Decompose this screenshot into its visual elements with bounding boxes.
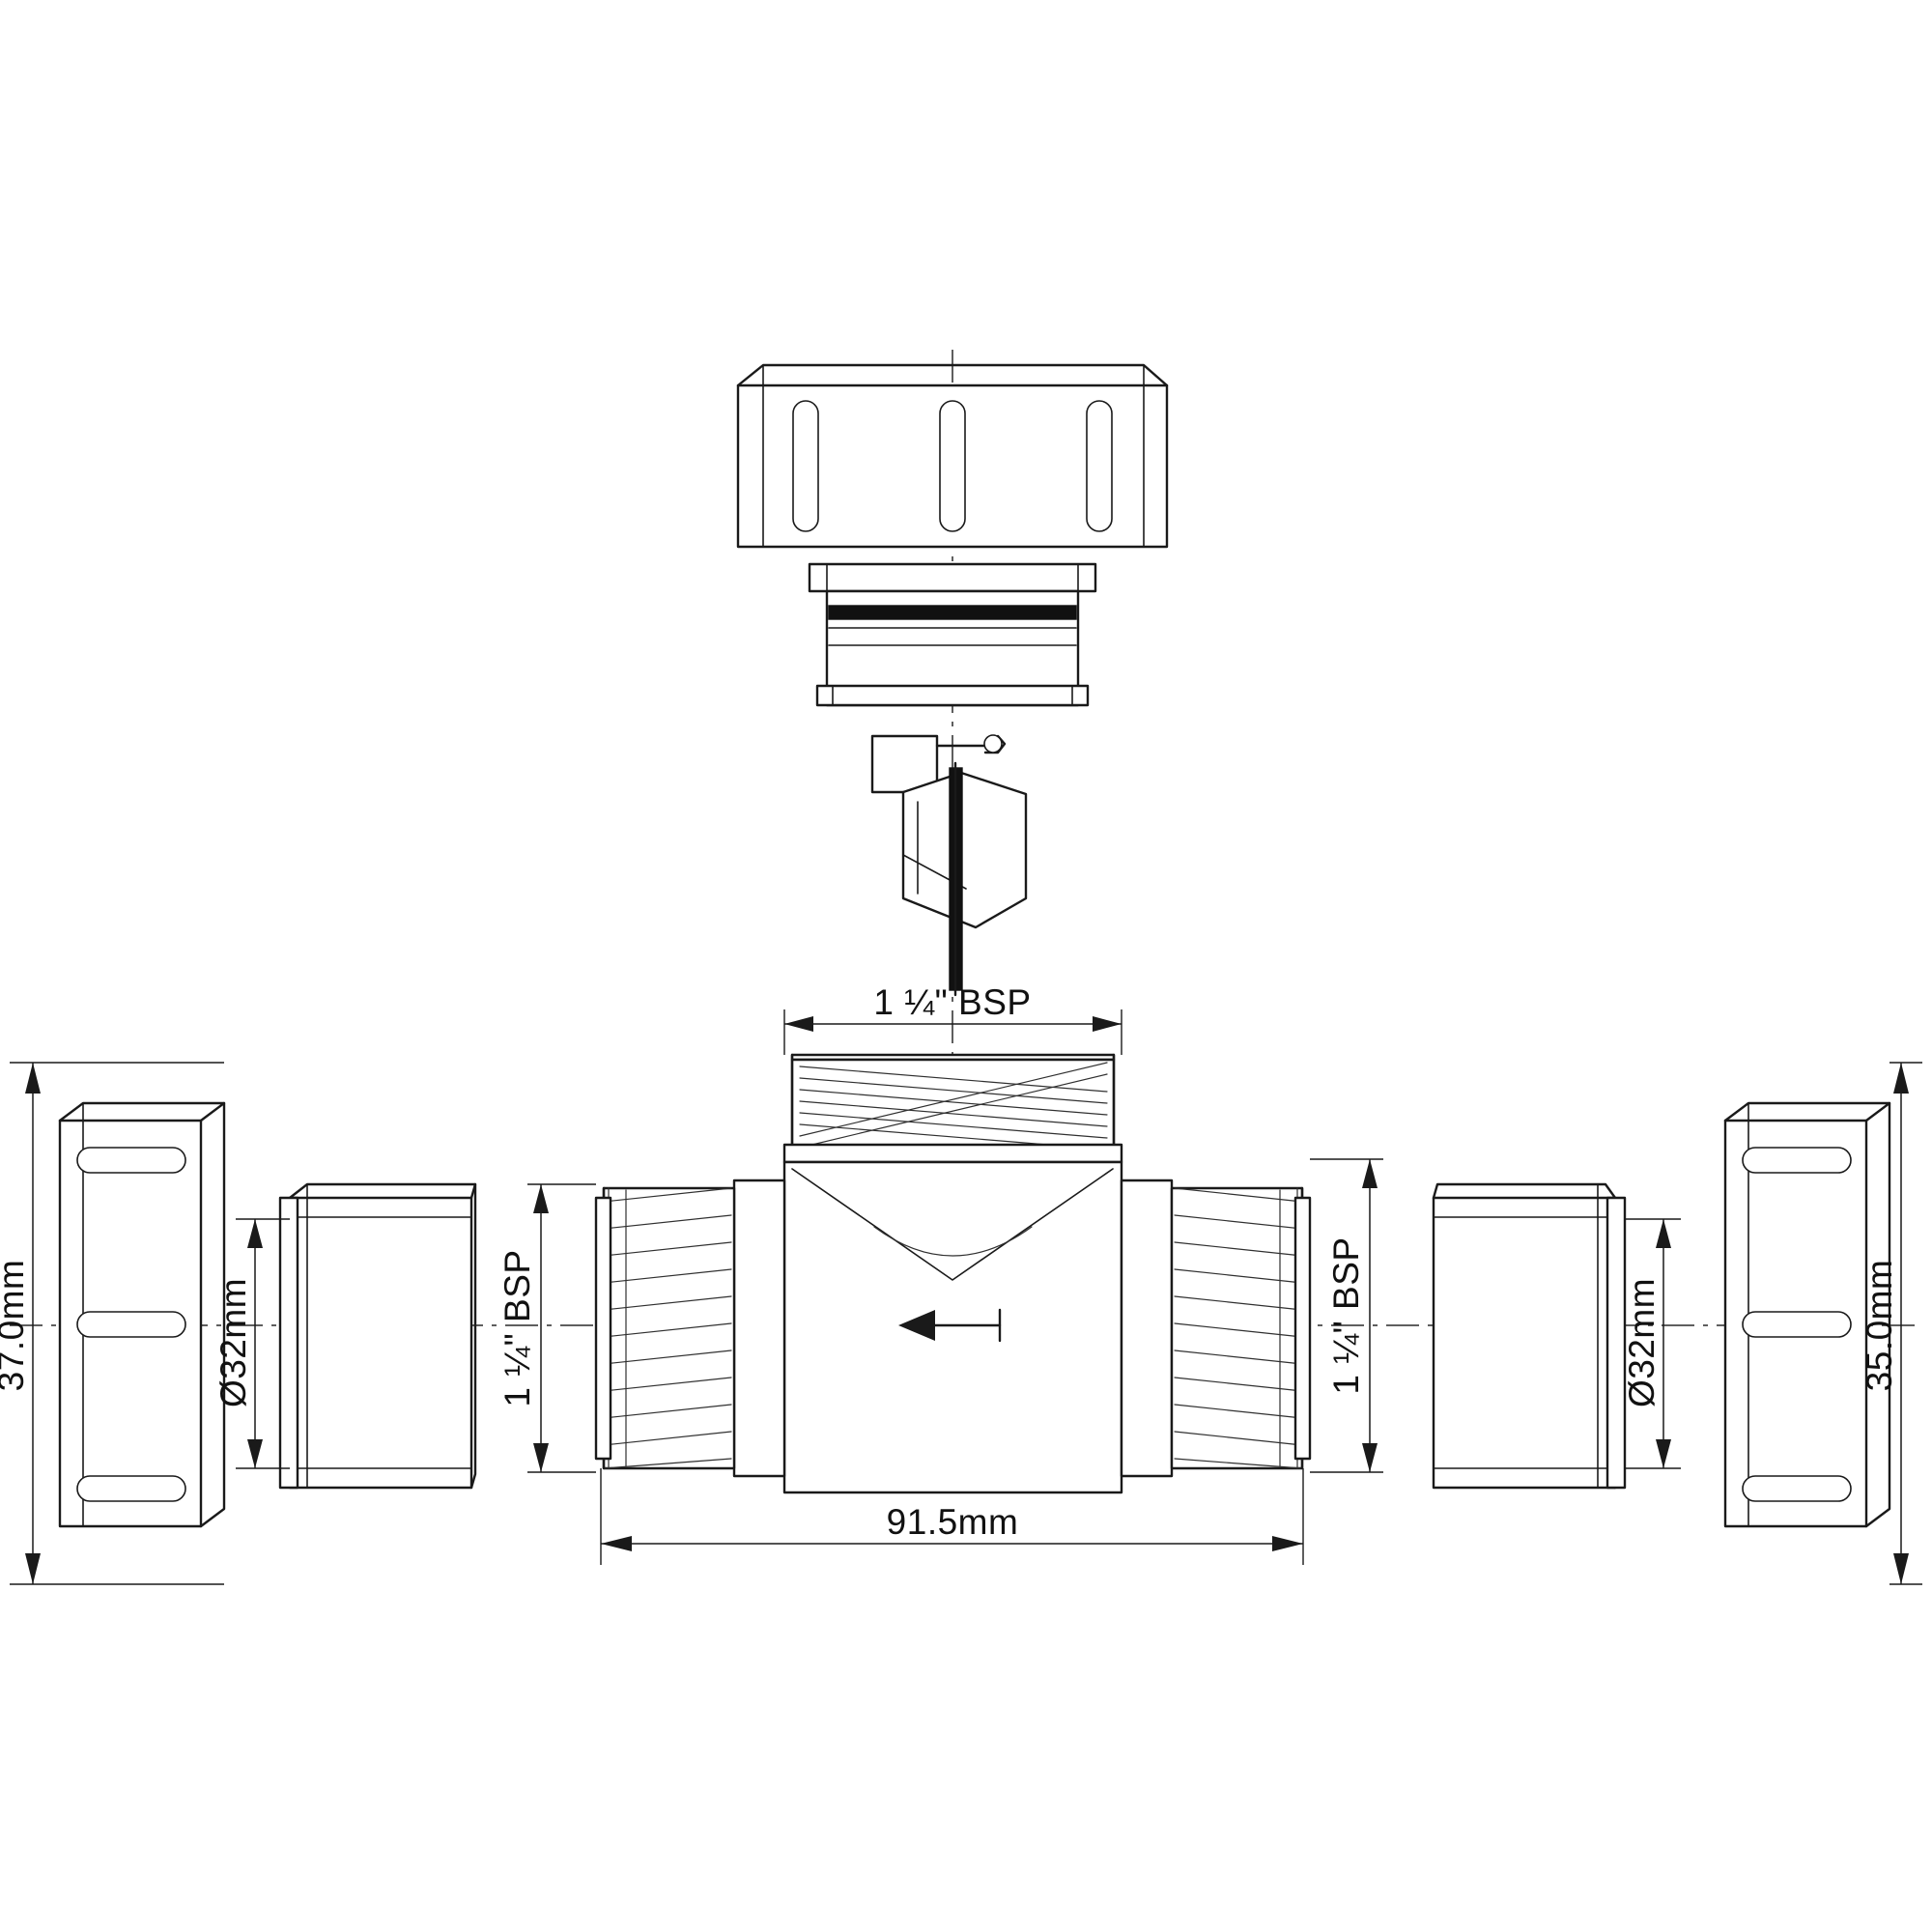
label-top-bsp: 1 ¼" BSP xyxy=(873,982,1031,1022)
label-body-length: 91.5mm xyxy=(887,1502,1019,1542)
dimension-left-nut-height: 37.0mm xyxy=(0,1062,224,1585)
dimension-top-bsp: 1 ¼" BSP xyxy=(783,982,1122,1055)
left-pipe-socket xyxy=(278,1182,477,1490)
label-left-nut-height: 37.0mm xyxy=(0,1260,31,1392)
dimension-right-bsp: 1 ¼" BSP xyxy=(1310,1158,1383,1473)
label-left-diameter: Ø32mm xyxy=(213,1278,253,1407)
dimension-right-nut-height: 35.0mm xyxy=(1860,1062,1922,1585)
top-collar xyxy=(808,562,1097,707)
dimension-right-diameter: Ø32mm xyxy=(1622,1218,1681,1469)
label-right-nut-height: 35.0mm xyxy=(1860,1260,1899,1392)
flow-arrow xyxy=(898,1308,1002,1343)
right-compression-nut xyxy=(1723,1101,1891,1528)
dimension-left-bsp: 1 ¼" BSP xyxy=(497,1183,596,1473)
valve-body xyxy=(594,1053,1312,1494)
right-pipe-socket xyxy=(1432,1182,1627,1490)
label-left-bsp: 1 ¼" BSP xyxy=(497,1249,537,1406)
label-right-bsp: 1 ¼" BSP xyxy=(1326,1236,1366,1394)
dimension-body-length: 91.5mm xyxy=(600,1468,1304,1565)
left-compression-nut xyxy=(58,1101,226,1528)
valve-flap xyxy=(870,734,1028,997)
top-cap-nut xyxy=(736,363,1169,549)
dimension-left-diameter: Ø32mm xyxy=(213,1218,290,1469)
label-right-diameter: Ø32mm xyxy=(1622,1278,1662,1407)
